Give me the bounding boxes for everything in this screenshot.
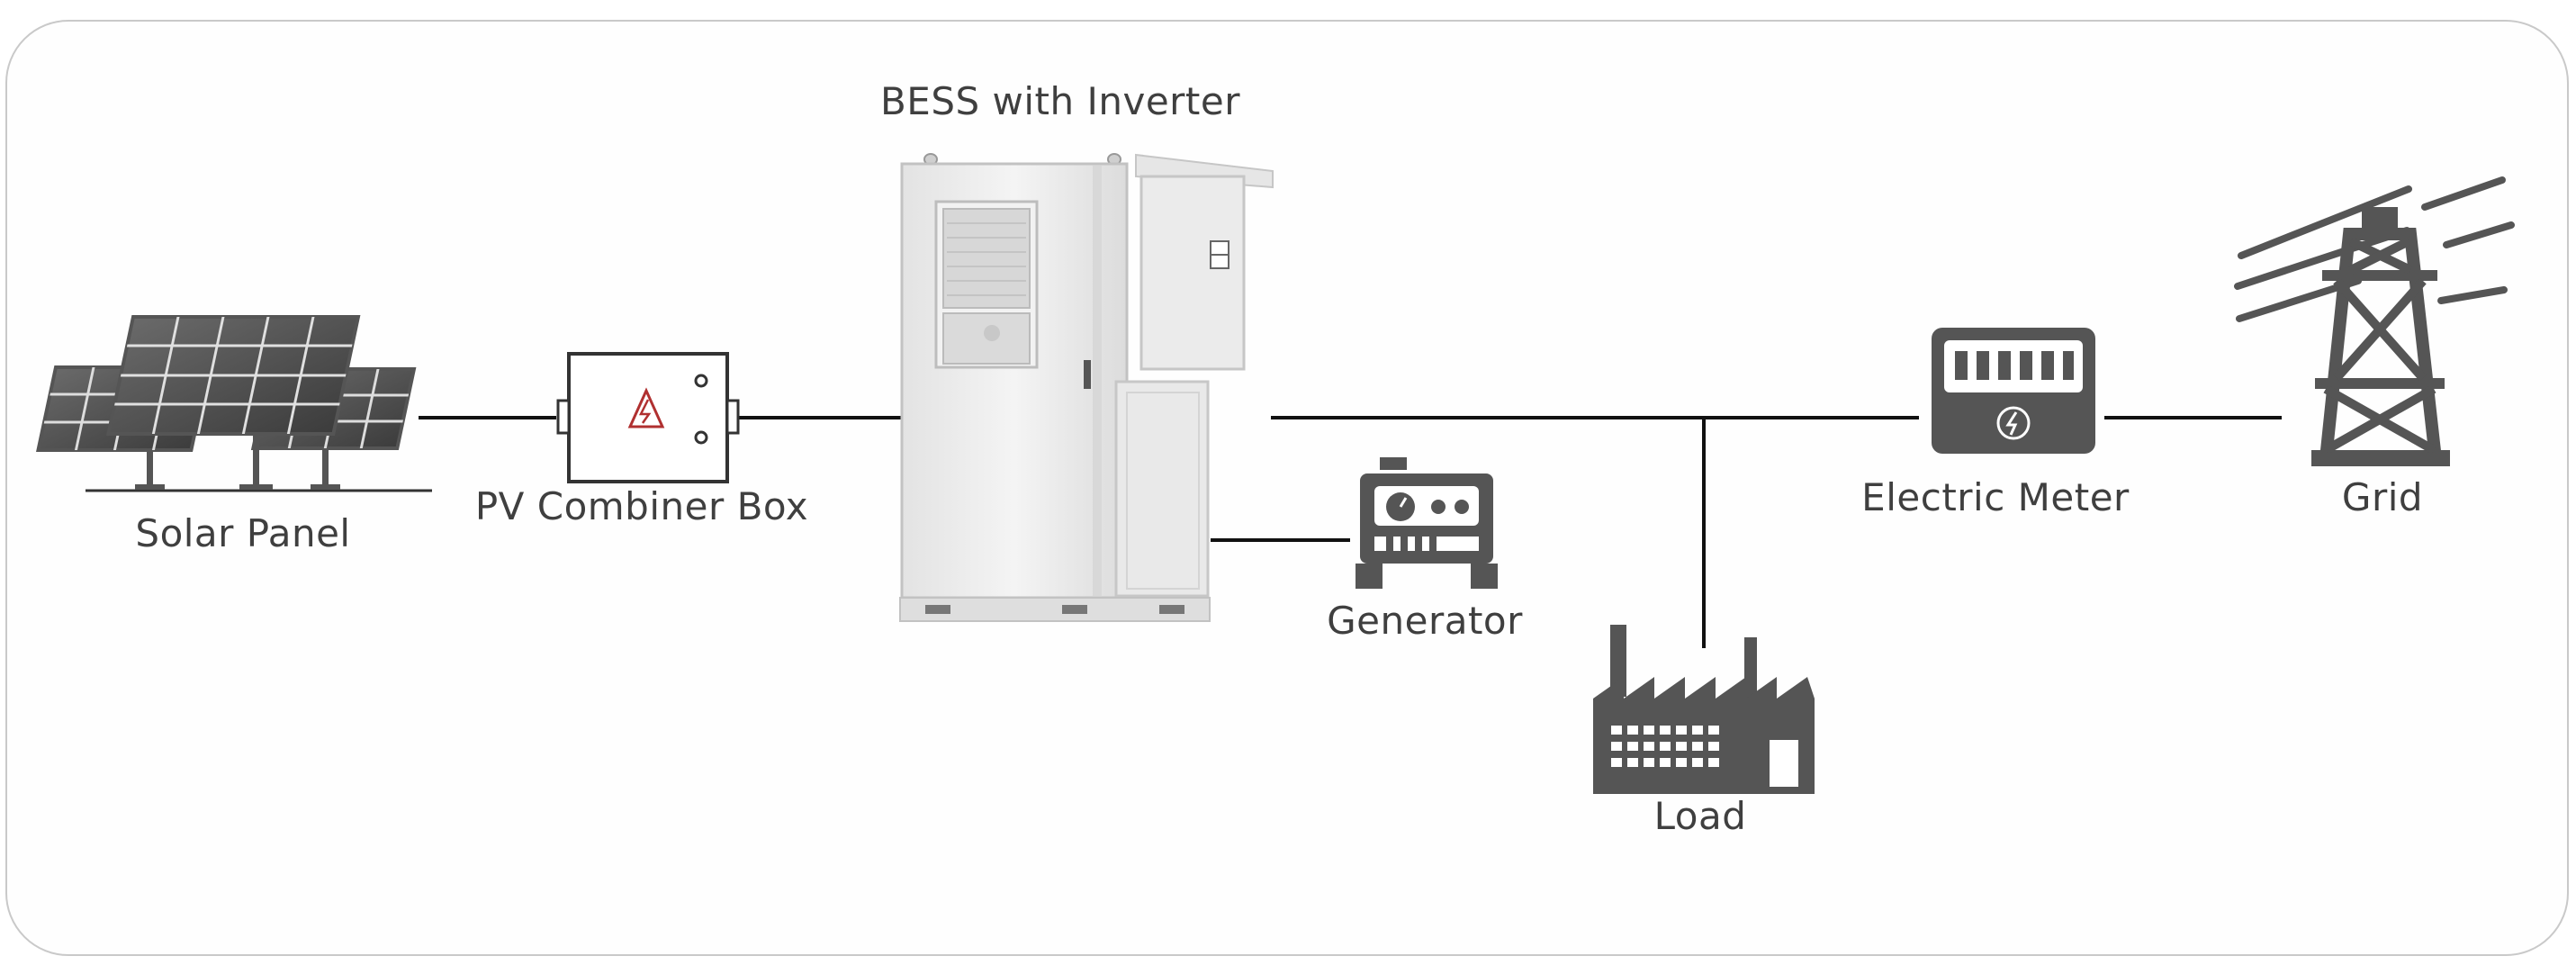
factory-icon (1593, 625, 1815, 794)
electric-meter-label: Electric Meter (1861, 475, 2130, 519)
pv-combiner-box-label: PV Combiner Box (474, 484, 809, 528)
bess-cabinet-icon (899, 153, 1274, 622)
generator-icon (1356, 457, 1498, 589)
electric-meter-icon (1932, 328, 2095, 454)
bess-label: BESS with Inverter (879, 79, 1241, 123)
grid-label: Grid (2341, 475, 2424, 519)
generator-label: Generator (1327, 599, 1523, 643)
solar-panel-icon (36, 315, 432, 492)
connection-lines (419, 416, 2282, 648)
solar-panel-label: Solar Panel (135, 511, 351, 555)
combiner-box-icon (556, 352, 740, 483)
transmission-tower-icon (2234, 176, 2515, 466)
load-label: Load (1653, 794, 1747, 838)
diagram-frame (5, 20, 2569, 956)
